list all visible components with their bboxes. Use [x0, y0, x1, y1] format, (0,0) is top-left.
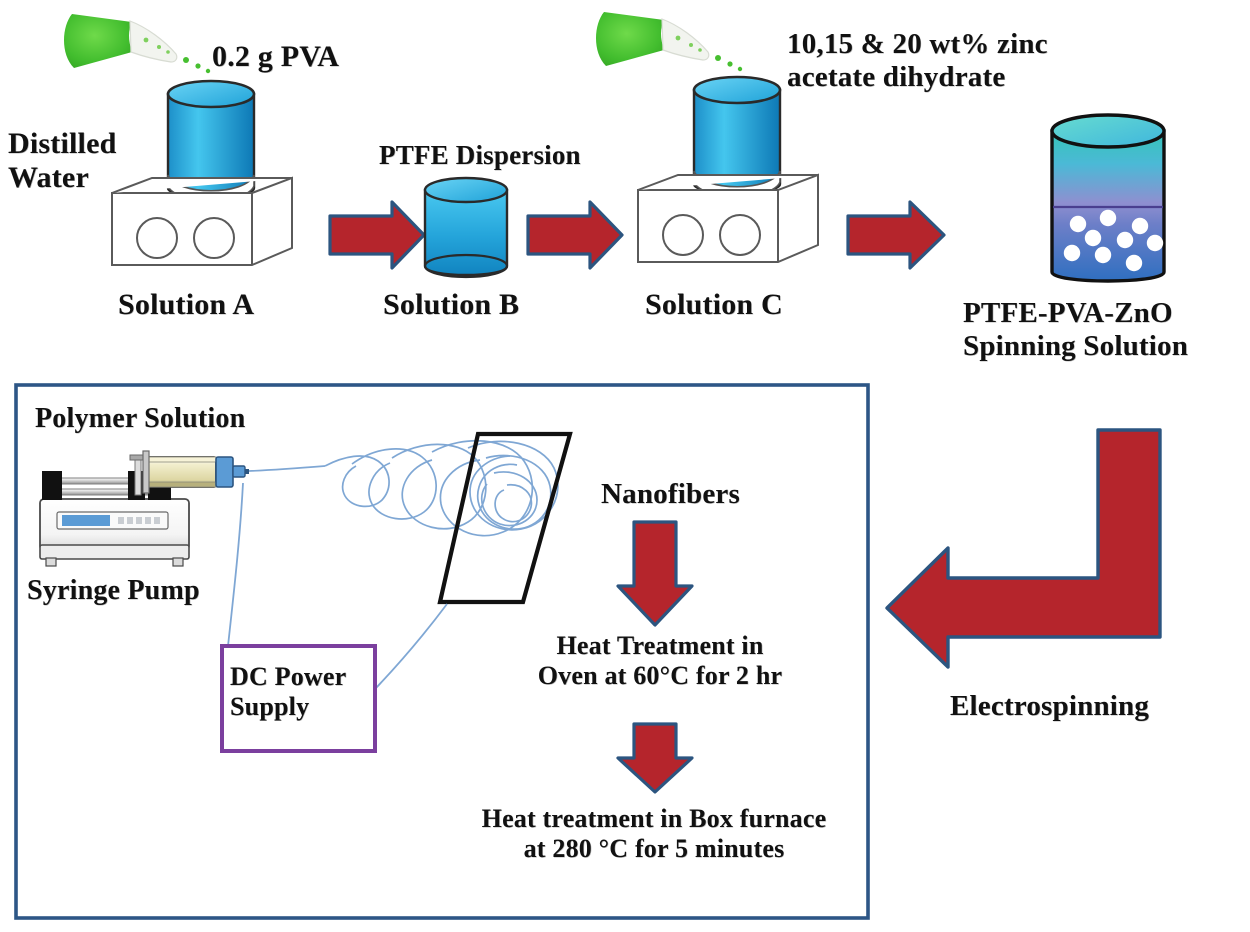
hotplate-stirrer-icon-c [637, 173, 819, 263]
zno-particles [1063, 209, 1164, 272]
label-polymer-solution: Polymer Solution [35, 403, 246, 434]
beaker-icon-solution-c [692, 75, 782, 197]
label-solution-c: Solution C [645, 288, 783, 321]
arrow-a-to-b [328, 200, 426, 270]
beaker-icon-solution-a [166, 79, 256, 201]
collector-plate-icon [437, 431, 573, 605]
label-zinc-acetate: 10,15 & 20 wt% zinc acetate dihydrate [787, 28, 1048, 94]
label-electrospinning: Electrospinning [950, 690, 1150, 722]
spinning-solution-beaker-icon [1050, 113, 1166, 283]
label-spinning-solution: PTFE-PVA-ZnO Spinning Solution [963, 297, 1189, 363]
cylinder-icon-solution-b [423, 176, 509, 279]
label-heat-furnace: Heat treatment in Box furnace at 280 °C … [481, 804, 827, 863]
arrow-c-to-spinning [846, 200, 946, 270]
label-dc-power-supply: DC Power Supply [230, 662, 347, 721]
powder-funnel-icon-2 [596, 12, 743, 72]
powder-funnel-icon-1 [64, 14, 211, 74]
arrow-b-to-c [526, 200, 624, 270]
hotplate-stirrer-icon-a [111, 176, 293, 266]
hv-wire-collector-to-supply [375, 603, 448, 689]
arrow-electrospinning-elbow [885, 428, 1162, 669]
label-solution-a: Solution A [118, 288, 255, 321]
nanofiber-jet-icon [248, 439, 559, 537]
label-pva: 0.2 g PVA [212, 40, 340, 73]
arrow-nanofibers-to-oven [616, 520, 694, 627]
arrow-oven-to-furnace [616, 722, 694, 794]
label-distilled-water: Distilled Water [8, 127, 117, 195]
syringe-pump-icon [39, 450, 249, 567]
label-ptfe-dispersion: PTFE Dispersion [379, 140, 581, 170]
label-heat-oven: Heat Treatment in Oven at 60°C for 2 hr [537, 631, 783, 690]
hv-wire-needle-to-supply [227, 482, 244, 647]
label-syringe-pump: Syringe Pump [27, 575, 200, 606]
label-solution-b: Solution B [383, 288, 520, 321]
label-nanofibers: Nanofibers [601, 478, 740, 510]
